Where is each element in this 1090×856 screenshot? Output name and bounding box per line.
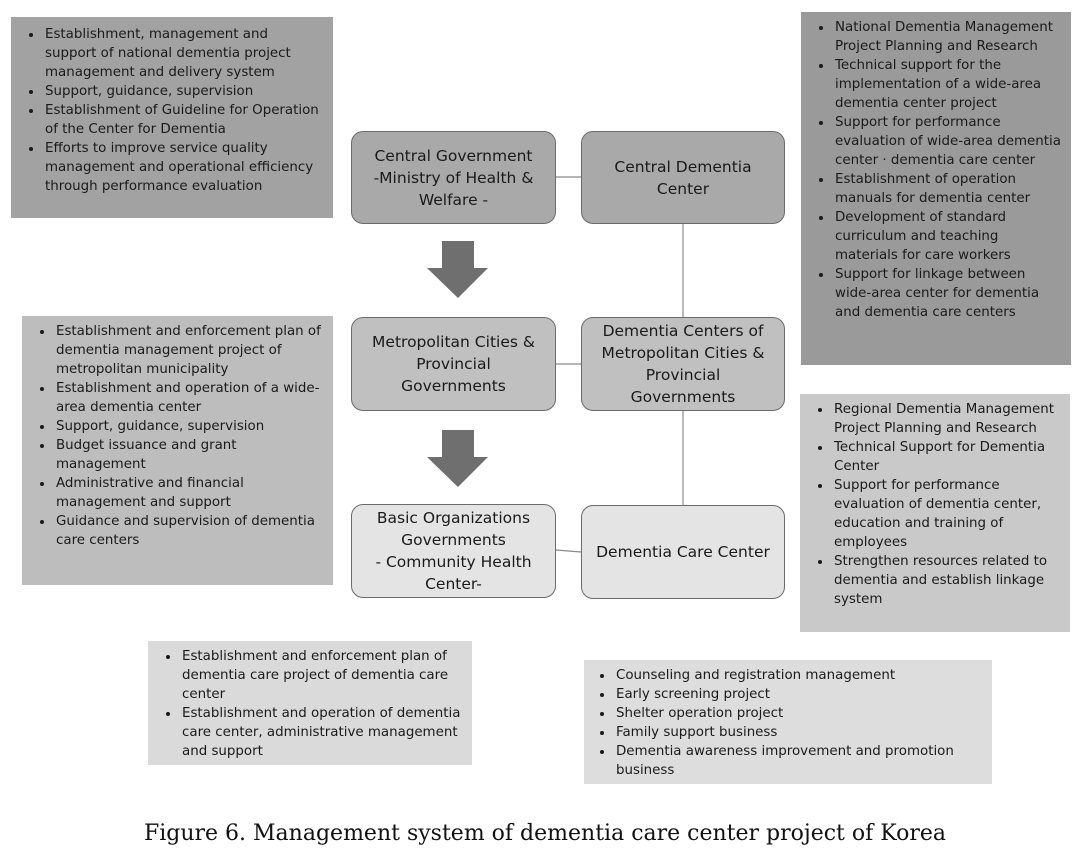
list-item: Shelter operation project (614, 704, 982, 723)
list-item: Technical Support for Dementia Center (832, 438, 1060, 476)
list-item: Strengthen resources related to dementia… (832, 552, 1060, 609)
list-item: Development of standard curriculum and t… (833, 208, 1061, 265)
figure-caption: Figure 6. Management system of dementia … (143, 821, 947, 846)
list-item: Establishment and enforcement plan of de… (180, 647, 462, 704)
list-item: Establishment of operation manuals for d… (833, 170, 1061, 208)
list-item: Efforts to improve service quality manag… (43, 139, 323, 196)
node-metro-governments: Metropolitan Cities & Provincial Governm… (351, 317, 556, 411)
node-dementia-care-center: Dementia Care Center (581, 505, 785, 599)
list-item: Dementia awareness improvement and promo… (614, 742, 982, 780)
node-label: Dementia Care Center (596, 543, 770, 561)
central-government-roles-list: Establishment, management and support of… (25, 25, 323, 196)
metro-center-roles-list: Regional Dementia Management Project Pla… (814, 400, 1060, 609)
panel-central-government-roles: Establishment, management and support of… (11, 17, 333, 218)
list-item: Budget issuance and grant management (54, 436, 323, 474)
list-item: Establishment, management and support of… (43, 25, 323, 82)
list-item: Establishment of Guideline for Operation… (43, 101, 323, 139)
list-item: Technical support for the implementation… (833, 56, 1061, 113)
metro-government-roles-list: Establishment and enforcement plan of de… (36, 322, 323, 550)
basic-government-roles-list: Establishment and enforcement plan of de… (162, 647, 462, 761)
panel-basic-government-roles: Establishment and enforcement plan of de… (148, 641, 472, 765)
list-item: National Dementia Management Project Pla… (833, 18, 1061, 56)
list-item: Regional Dementia Management Project Pla… (832, 400, 1060, 438)
node-basic-governments: Basic Organizations Governments - Commun… (351, 504, 556, 598)
node-metro-dementia-centers: Dementia Centers of Metropolitan Cities … (581, 317, 785, 411)
list-item: Establishment and enforcement plan of de… (54, 322, 323, 379)
list-item: Support, guidance, supervision (43, 82, 323, 101)
panel-central-center-roles: National Dementia Management Project Pla… (801, 12, 1071, 365)
node-label: Dementia Centers of Metropolitan Cities … (601, 322, 765, 406)
list-item: Guidance and supervision of dementia car… (54, 512, 323, 550)
list-item: Support, guidance, supervision (54, 417, 323, 436)
list-item: Family support business (614, 723, 982, 742)
panel-care-center-roles: Counseling and registration management E… (584, 660, 992, 784)
node-central-dementia-center: Central Dementia Center (581, 131, 785, 224)
care-center-roles-list: Counseling and registration management E… (596, 666, 982, 780)
node-label: Central Dementia Center (614, 157, 752, 198)
panel-metro-government-roles: Establishment and enforcement plan of de… (22, 316, 333, 585)
list-item: Early screening project (614, 685, 982, 704)
node-central-government: Central Government -Ministry of Health &… (351, 131, 556, 224)
connector-basic-horizontal (555, 549, 582, 553)
node-label: Basic Organizations Governments - Commun… (375, 509, 532, 593)
central-center-roles-list: National Dementia Management Project Pla… (815, 18, 1061, 322)
list-item: Counseling and registration management (614, 666, 982, 685)
list-item: Establishment and operation of dementia … (180, 704, 462, 761)
list-item: Support for linkage between wide-area ce… (833, 265, 1061, 322)
node-label: Central Government -Ministry of Health &… (373, 146, 534, 209)
list-item: Establishment and operation of a wide-ar… (54, 379, 323, 417)
panel-metro-center-roles: Regional Dementia Management Project Pla… (800, 394, 1070, 632)
list-item: Support for performance evaluation of wi… (833, 113, 1061, 170)
list-item: Support for performance evaluation of de… (832, 476, 1060, 552)
down-arrow-bottom (427, 430, 488, 487)
list-item: Administrative and financial management … (54, 474, 323, 512)
node-label: Metropolitan Cities & Provincial Governm… (372, 333, 535, 395)
down-arrow-top (427, 241, 488, 298)
